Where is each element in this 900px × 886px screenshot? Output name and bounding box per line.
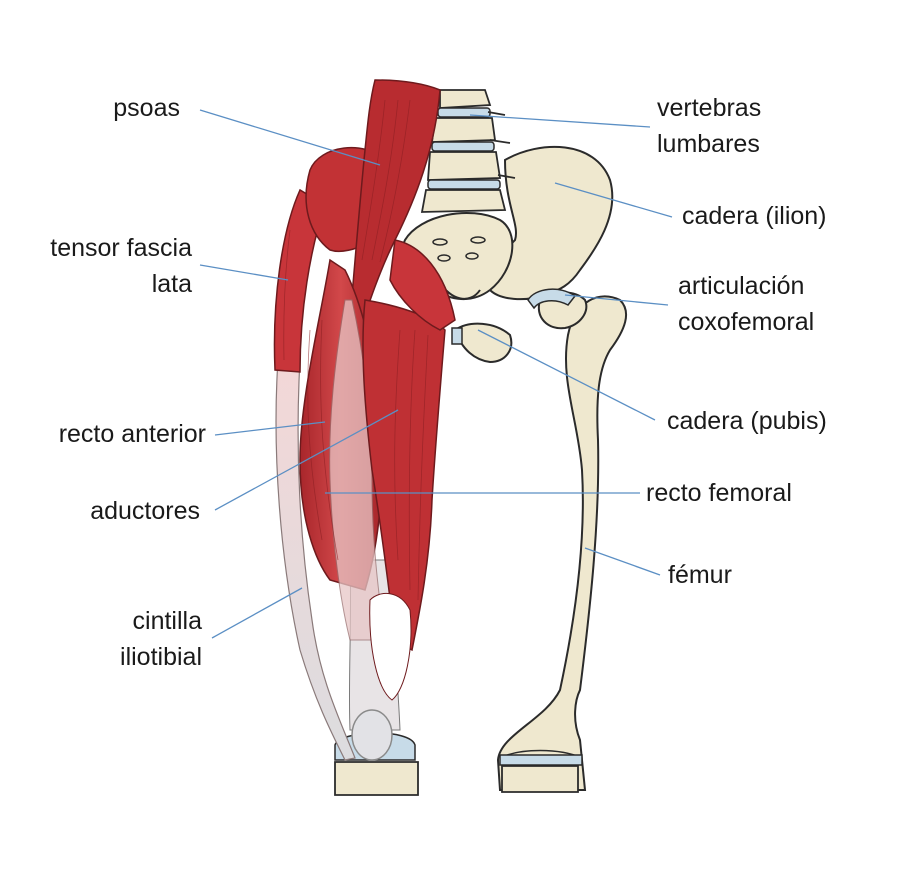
label-articulacion-line1: articulación: [678, 272, 805, 300]
leader-pubis: [477, 329, 656, 421]
label-recto-femoral: recto femoral: [646, 475, 792, 511]
label-psoas: psoas: [60, 90, 180, 126]
leader-ilion: [554, 182, 673, 218]
psoas-shape: [349, 79, 441, 332]
label-articulacion-coxofemoral: articulación coxofemoral: [678, 268, 814, 340]
leader-femur: [584, 547, 661, 576]
label-aductores-line1: aductores: [90, 497, 200, 525]
pectineus-shape: [389, 239, 456, 331]
label-tensor-line2: lata: [151, 270, 192, 298]
label-femur: fémur: [668, 557, 732, 593]
adductors-shape: [362, 299, 446, 652]
leader-articulacion: [564, 294, 669, 306]
leader-cintilla: [211, 587, 303, 639]
label-cintilla-line2: iliotibial: [120, 643, 202, 671]
label-aductores: aductores: [40, 493, 200, 529]
label-cadera-pubis: cadera (pubis): [667, 403, 827, 439]
leader-vertebras: [469, 114, 651, 128]
femur-right: [496, 291, 628, 793]
label-femur-line1: fémur: [668, 561, 732, 589]
leader-aductores: [214, 409, 399, 511]
muscle-fibers: [283, 99, 429, 601]
label-recto-anterior-line1: recto anterior: [58, 420, 206, 448]
label-ilion-line1: cadera (ilion): [682, 202, 827, 230]
label-cintilla-line1: cintilla: [132, 607, 202, 635]
label-cadera-ilion: cadera (ilion): [682, 198, 827, 234]
leader-psoas: [199, 109, 381, 166]
label-vertebras-line2: lumbares: [657, 130, 760, 158]
label-cintilla-iliotibial: cintilla iliotibial: [40, 603, 202, 675]
tensor-fascia-lata-shape: [273, 188, 326, 373]
label-vertebras-line1: vertebras: [657, 94, 762, 122]
label-pubis-line1: cadera (pubis): [667, 407, 827, 435]
label-recto-femoral-line1: recto femoral: [646, 479, 792, 507]
iliotibial-band-shape: [275, 359, 356, 761]
lumbar-vertebrae: [420, 89, 516, 213]
label-vertebras-lumbares: vertebras lumbares: [657, 90, 761, 162]
leader-lines: [199, 109, 673, 639]
leader-tensor: [199, 264, 289, 281]
label-articulacion-line2: coxofemoral: [678, 308, 815, 336]
leader-recto-anterior: [214, 421, 326, 436]
label-tensor-fascia-lata: tensor fascia lata: [20, 230, 192, 302]
label-recto-anterior: recto anterior: [20, 416, 206, 452]
label-tensor-line1: tensor fascia: [50, 234, 192, 262]
label-psoas-line1: psoas: [113, 94, 180, 122]
